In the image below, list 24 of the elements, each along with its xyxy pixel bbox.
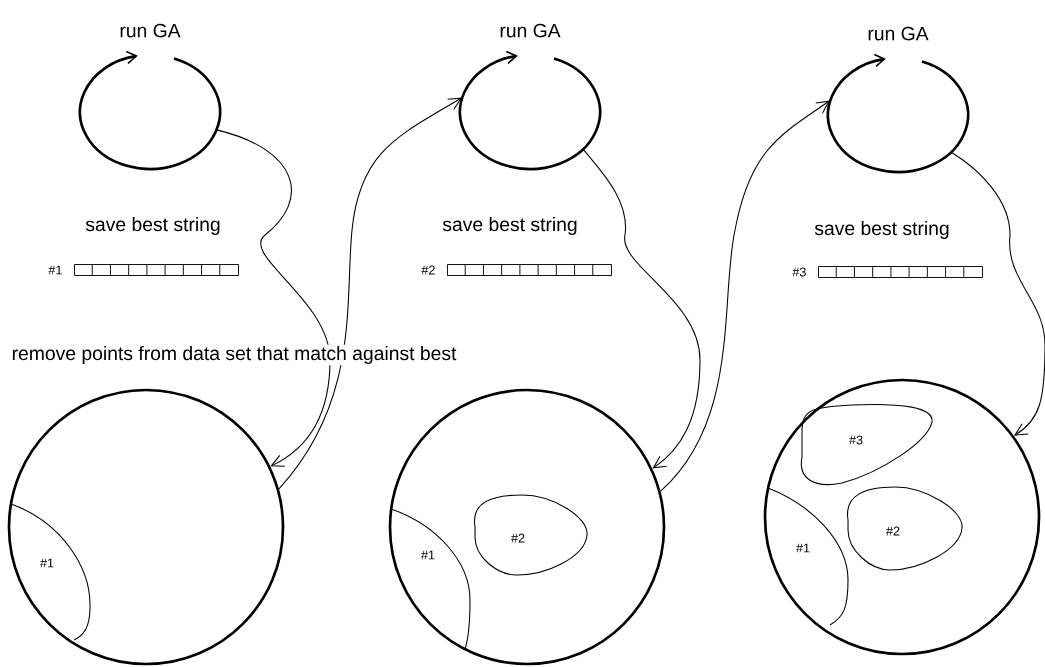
arrow — [278, 97, 463, 490]
cluster-region: #2 — [474, 494, 588, 576]
caption-text: save best string — [813, 219, 952, 241]
cluster-region: #3 — [800, 404, 933, 486]
arrow — [950, 151, 1045, 436]
arrow — [582, 148, 701, 469]
arrow — [660, 100, 831, 492]
string-number: #1 — [48, 265, 62, 275]
cluster-region: #1 — [10, 503, 91, 641]
caption-text: save best string — [83, 215, 223, 237]
string-number: #2 — [421, 265, 435, 275]
data-set-circle — [7, 388, 285, 666]
loop-label: run GA — [868, 26, 929, 41]
data-set-circle — [763, 378, 1041, 656]
cluster-region: #1 — [767, 487, 849, 626]
caption-text: remove points from data set that match against best — [10, 344, 458, 366]
string-number: #3 — [792, 267, 806, 277]
caption-text: save best string — [440, 215, 580, 237]
cluster-region: #2 — [847, 486, 963, 571]
loop-label: run GA — [500, 23, 561, 38]
loop-label: run GA — [120, 23, 181, 38]
data-set-circle — [388, 388, 666, 666]
arrow — [216, 129, 331, 467]
cluster-region: #1 — [390, 508, 471, 650]
